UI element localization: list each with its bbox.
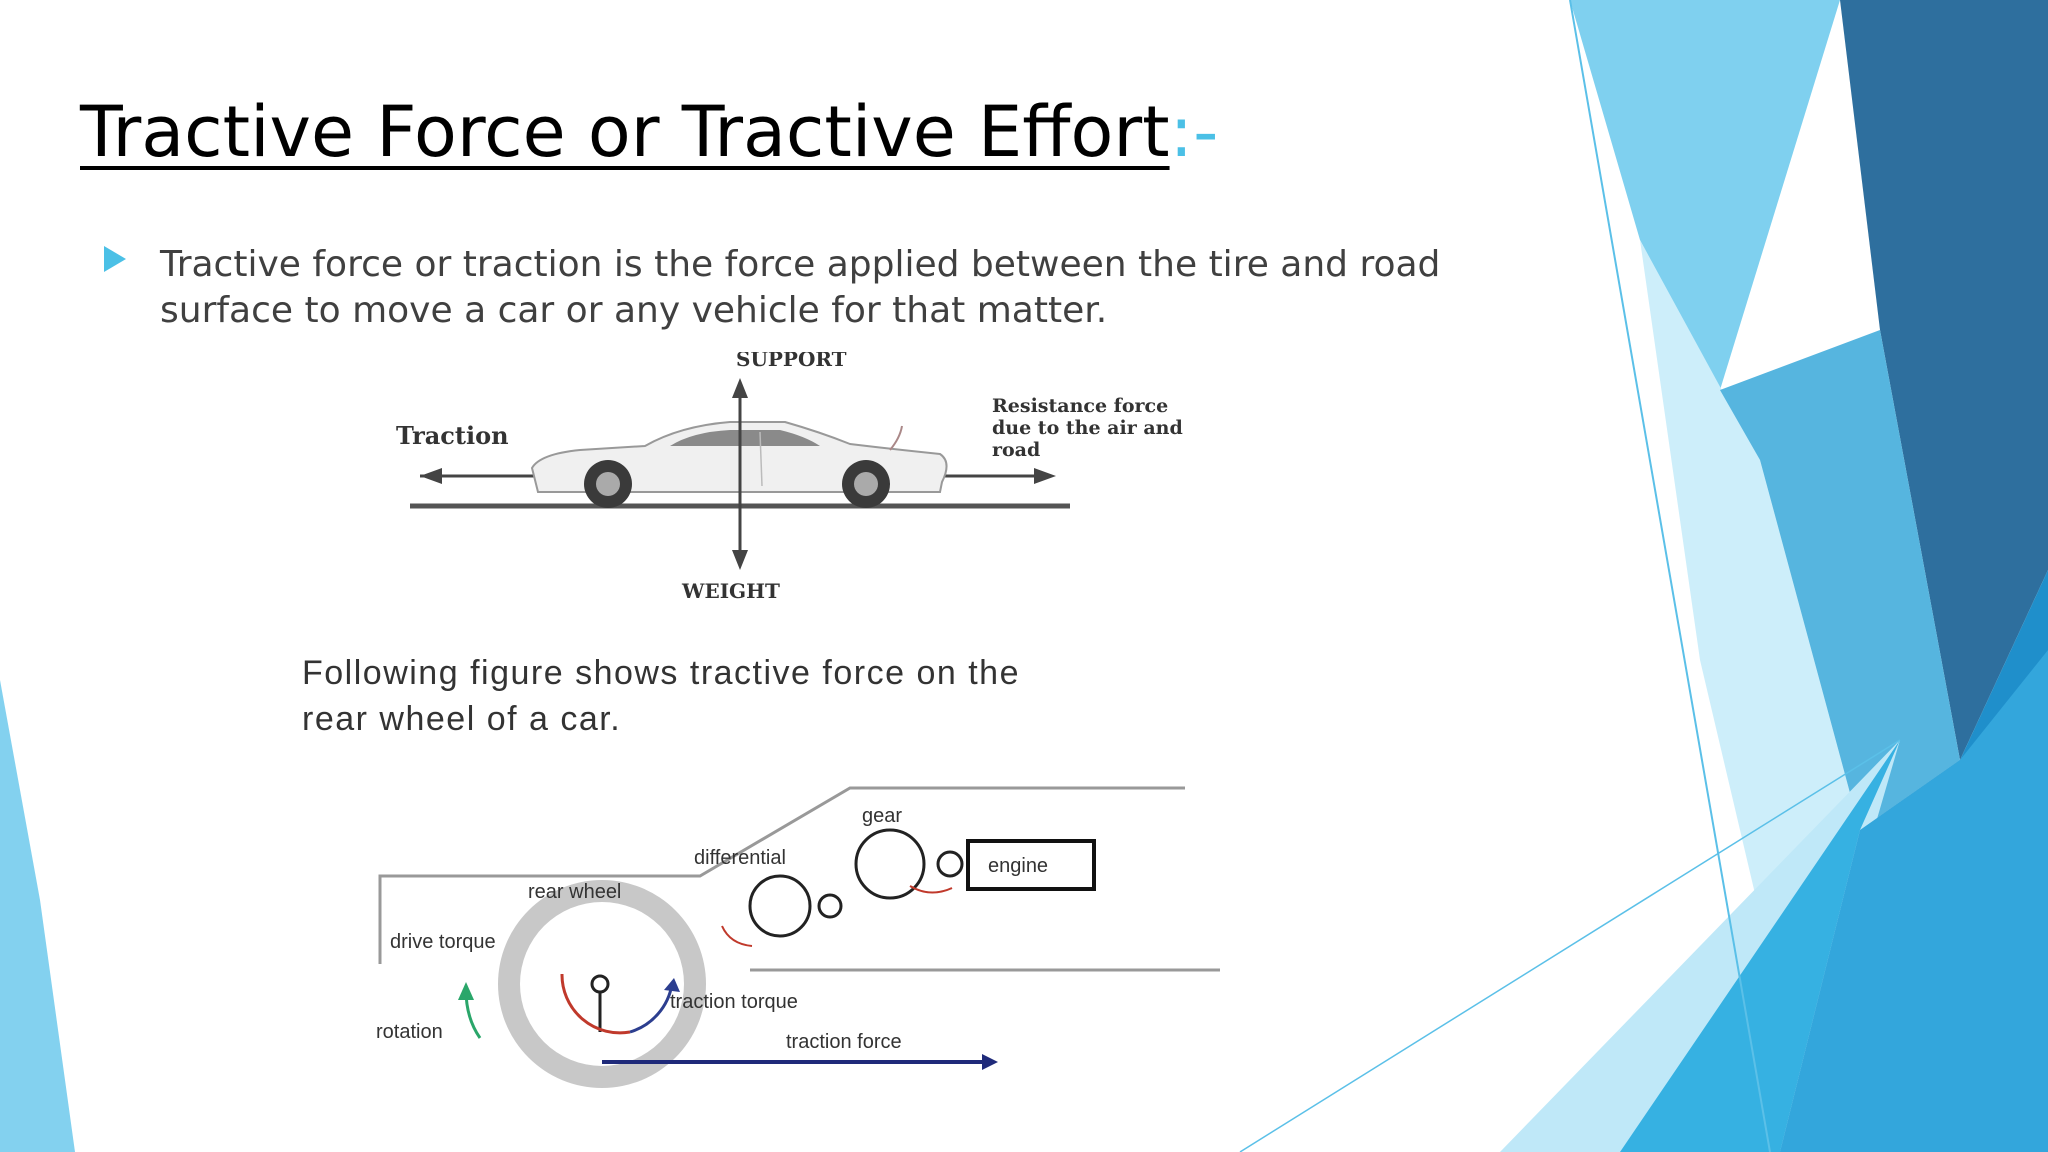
- deco-line-1: [1569, 0, 1771, 1152]
- car-forces-figure: SUPPORT Traction Resistance force due to…: [396, 352, 1183, 603]
- traction-torque-arrow-icon: [664, 978, 680, 992]
- differential-torque-arc: [721, 925, 753, 947]
- triangle-bullet-icon: [104, 246, 126, 272]
- traction-label: Traction: [396, 421, 509, 450]
- deco-shape-mid-blue: [1720, 330, 1960, 830]
- caption-line1: Following figure shows tractive force on…: [302, 654, 1020, 692]
- rear-wheel-label: rear wheel: [528, 881, 621, 903]
- drive-torque-label: drive torque: [390, 931, 496, 953]
- resistance-label-line1: Resistance force: [992, 395, 1168, 417]
- resistance-arrow-icon: [1034, 468, 1056, 484]
- gear-torque-arc: [909, 885, 953, 894]
- deco-shape-right-bottom: [1780, 650, 2048, 1152]
- traction-arrow-icon: [420, 468, 442, 484]
- deco-line-2: [1239, 739, 1901, 1152]
- deco-shape-dark-blue: [1840, 0, 2048, 760]
- resistance-label-line3: road: [992, 439, 1040, 461]
- deco-shape-pale: [1640, 240, 1860, 1000]
- resistance-label-line2: due to the air and: [992, 417, 1183, 439]
- gear-icon: [854, 828, 926, 900]
- deco-shape-bright-blue: [1620, 740, 1900, 1152]
- bullet-text: Tractive force or traction is the force …: [160, 244, 1441, 331]
- gear-label: gear: [862, 805, 902, 827]
- weight-label: WEIGHT: [681, 579, 780, 603]
- slide-title: Tractive Force or Tractive Effort:-: [80, 88, 1218, 176]
- differential-label: differential: [694, 847, 786, 869]
- gear-small-icon: [936, 850, 964, 878]
- differential-small-icon: [817, 893, 843, 919]
- deco-shape-left: [0, 680, 75, 1152]
- deco-shape-light-blue: [1570, 0, 1840, 390]
- support-arrow-icon: [732, 378, 748, 398]
- rotation-label: rotation: [376, 1021, 443, 1043]
- drive-torque-arc: [560, 973, 631, 1035]
- engine-label: engine: [988, 855, 1048, 877]
- slide-title-main: Tractive Force or Tractive Effort: [80, 91, 1170, 173]
- differential-icon: [748, 874, 812, 938]
- car-outline: [378, 786, 1185, 964]
- engine-box: [966, 839, 1096, 891]
- rotation-arrow-icon: [458, 982, 474, 1000]
- slide-title-suffix: :-: [1169, 91, 1219, 173]
- weight-arrow-icon: [732, 550, 748, 570]
- support-label: SUPPORT: [736, 352, 847, 371]
- traction-torque-arc: [629, 983, 674, 1034]
- traction-force-arrow-icon: [982, 1054, 998, 1070]
- traction-force-label: traction force: [786, 1031, 902, 1053]
- drivetrain-figure: Following figure shows tractive force on…: [302, 654, 1220, 1088]
- rear-wheel-rim: [520, 902, 684, 1066]
- traction-torque-label: traction torque: [670, 991, 798, 1013]
- caption-line2: rear wheel of a car.: [302, 700, 621, 738]
